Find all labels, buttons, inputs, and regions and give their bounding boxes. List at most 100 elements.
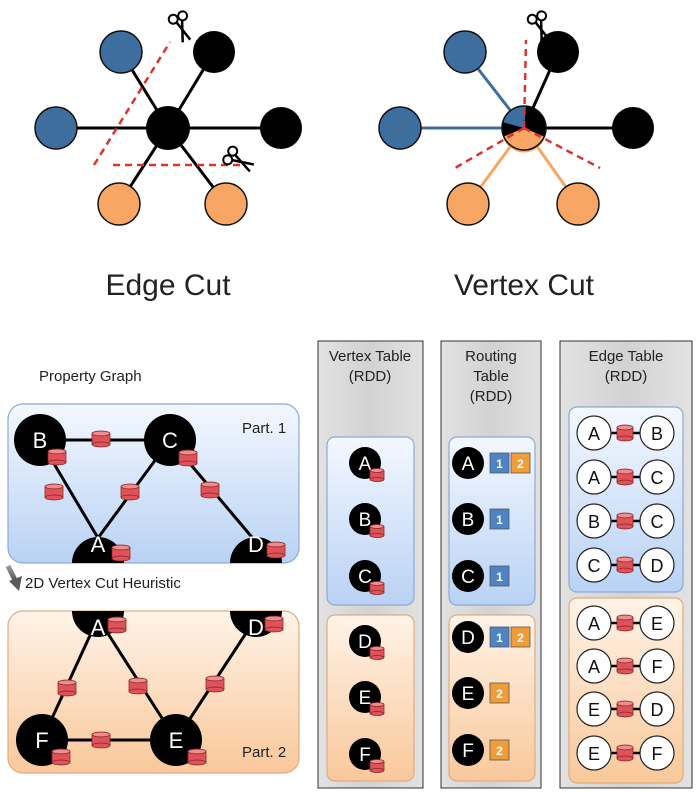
target-label: F [652,657,663,677]
orange-vertex [204,182,248,226]
database-icon [369,646,385,660]
vertex-circle [452,677,484,709]
source-label: A [588,424,600,444]
black-vertex [193,31,235,73]
vertex-circle [452,447,484,479]
black-vertex [260,107,302,149]
database-icon [266,541,286,559]
target-label: C [651,468,664,488]
heuristic-arrow [5,564,22,591]
routing-table-title-2: Table [473,368,509,385]
vertex-label: F [462,741,474,762]
target-vertex [639,605,675,641]
edge-table-part-1 [568,406,684,593]
target-vertex [639,648,675,684]
target-vertex [639,503,675,539]
partition-badge-label: 1 [496,457,503,471]
database-icon [187,748,207,766]
source-label: A [588,468,600,488]
target-vertex [639,735,675,771]
vertex-label: C [358,567,372,588]
source-vertex [576,415,612,451]
target-label: D [651,556,664,576]
database-icon [120,483,140,501]
partition-1-box [7,403,300,564]
part-2-label: Part. 2 [242,744,286,761]
database-icon [616,424,634,442]
source-vertex [576,459,612,495]
database-icon [107,616,127,634]
database-icon [616,700,634,718]
database-icon [616,744,634,762]
database-icon [616,614,634,632]
partition-badge-label: 1 [496,570,503,584]
database-icon [369,581,385,595]
orange-vertex [446,182,490,226]
target-label: E [651,614,663,634]
partition-badge [489,682,510,704]
blue-vertex [34,106,78,150]
source-vertex [576,735,612,771]
vertex-label: A [359,454,372,475]
vertex-circle [452,503,484,535]
database-icon [111,544,131,562]
database-icon [616,556,634,574]
part-1-vertex-A: A [72,532,124,563]
vertex-table-title: Vertex Table [329,348,411,365]
partition-badge [489,565,510,587]
database-icon [91,430,111,448]
source-vertex [576,691,612,727]
partition-badge [489,452,510,474]
center-vertex [146,106,190,150]
vertex-label: D [461,628,475,649]
database-icon [91,731,111,749]
blue-vertex [443,30,487,74]
vertex-table-row: D [349,625,385,660]
vertex-label: B [359,510,372,531]
partition-badge-label: 1 [496,513,503,527]
database-icon [369,524,385,538]
vertex-label: B [33,428,48,453]
database-icon [178,449,198,467]
source-label: A [588,614,600,634]
edge-table-title: Edge Table [589,348,664,365]
vertex-label: D [248,532,264,557]
vertex-label: A [462,454,475,475]
partition-badge-label: 1 [496,631,503,645]
partition-badge [510,626,531,648]
database-icon [616,512,634,530]
source-vertex [576,648,612,684]
target-label: B [651,424,663,444]
target-vertex [639,547,675,583]
target-label: C [651,512,664,532]
edge-cut-graph: Edge Cut [34,10,302,302]
source-label: E [588,744,600,764]
vertex-circle [452,734,484,766]
partition-badge-label: 2 [517,457,524,471]
blue-vertex [378,106,422,150]
database-icon [369,468,385,482]
cut-line [522,39,528,129]
vertex-table-row: A [349,447,385,482]
source-vertex [576,605,612,641]
vertex-circle [452,621,484,653]
routing-table-subtitle: (RDD) [470,388,513,405]
cut-line [523,126,601,170]
scissors-icon [167,10,192,43]
target-label: D [651,700,664,720]
source-label: A [588,657,600,677]
black-vertex [612,107,654,149]
source-vertex [576,547,612,583]
source-vertex [576,503,612,539]
blue-vertex [99,30,143,74]
vertex-table-row: B [349,503,385,538]
